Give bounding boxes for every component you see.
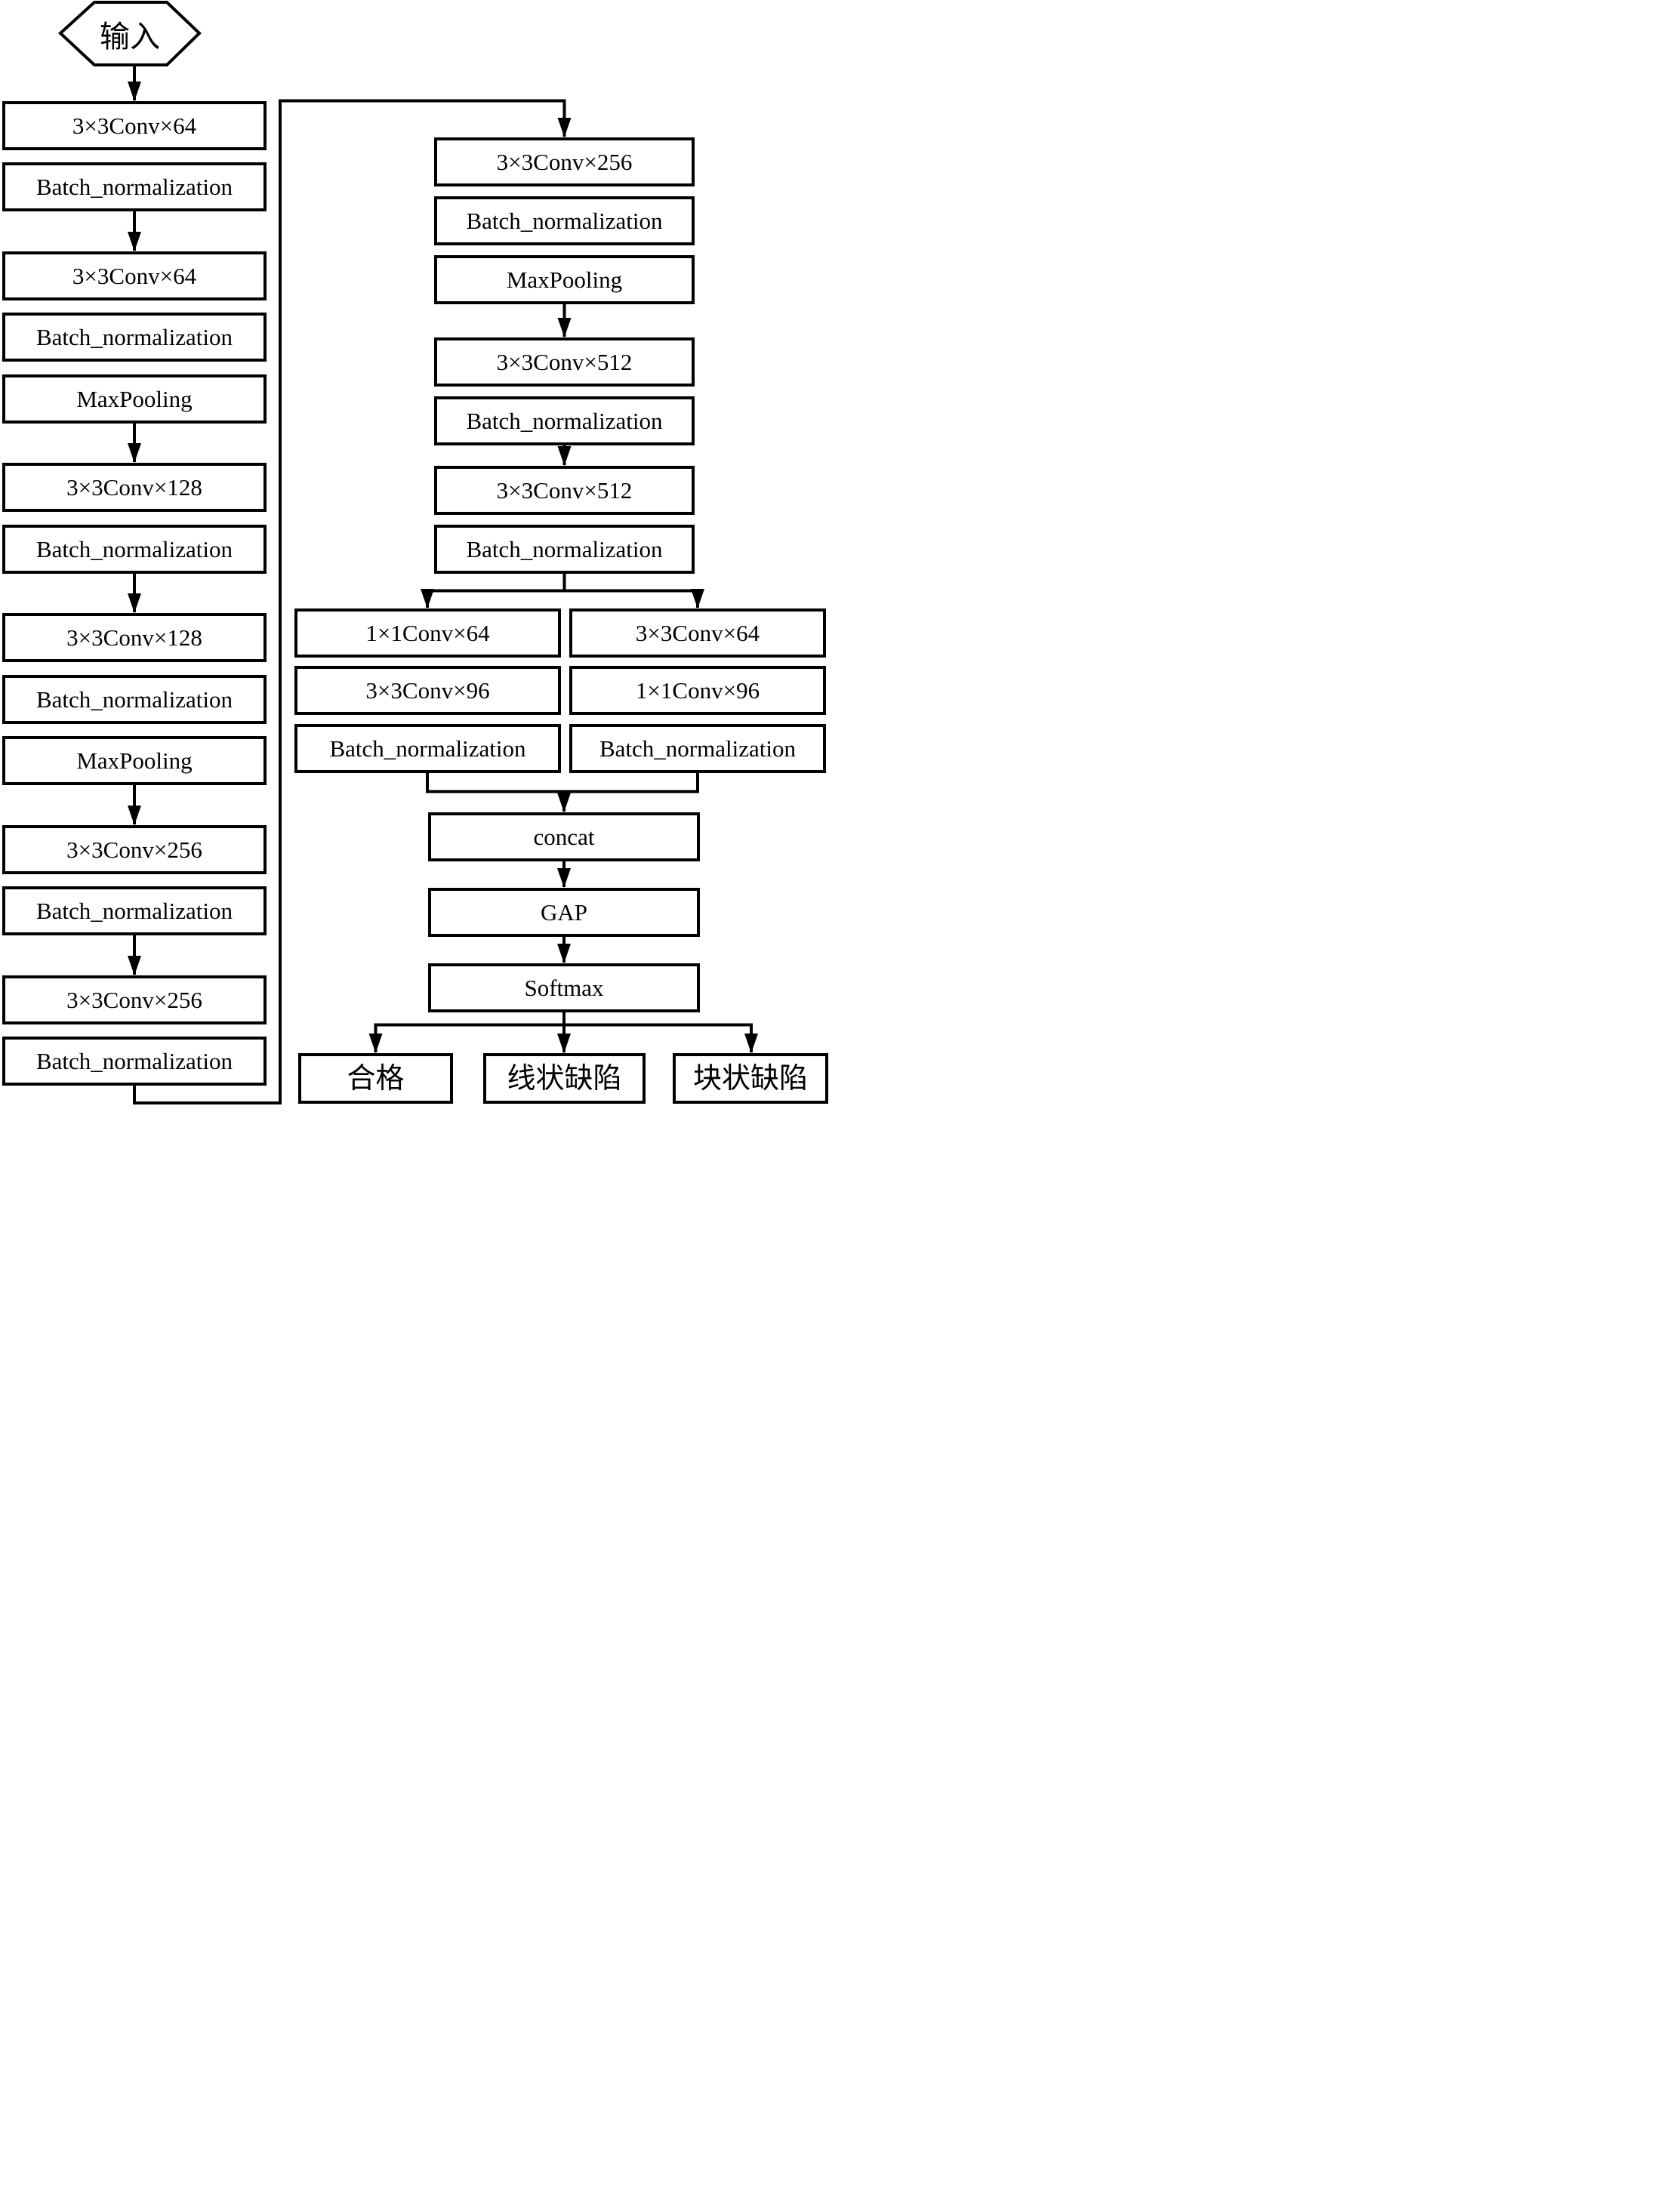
node-conv3x3-64: 3×3Conv×64 <box>569 608 826 658</box>
node-conv256-b: 3×3Conv×256 <box>2 975 267 1024</box>
node-conv1x1-64: 1×1Conv×64 <box>294 608 561 658</box>
node-bn-1: Batch_normalization <box>2 162 267 211</box>
node-bn-3: Batch_normalization <box>2 525 267 574</box>
node-conv1x1-96: 1×1Conv×96 <box>569 666 826 715</box>
node-concat: concat <box>428 812 700 861</box>
node-conv64-a: 3×3Conv×64 <box>2 101 267 150</box>
output-linear-defect: 线状缺陷 <box>483 1053 646 1104</box>
node-bn-8: Batch_normalization <box>434 396 695 445</box>
node-conv512-b: 3×3Conv×512 <box>434 466 695 515</box>
node-conv512-a: 3×3Conv×512 <box>434 337 695 387</box>
node-conv3x3-96: 3×3Conv×96 <box>294 666 561 715</box>
node-bn-4: Batch_normalization <box>2 675 267 724</box>
split-line-left <box>421 589 566 608</box>
input-hexagon-shape <box>58 0 202 66</box>
node-bn-2: Batch_normalization <box>2 313 267 362</box>
connector-layer <box>58 0 758 1104</box>
node-gap: GAP <box>428 888 700 937</box>
routing-line-left-to-right-column <box>133 99 572 1104</box>
node-conv256-c: 3×3Conv×256 <box>434 137 695 186</box>
input-label: 输入 <box>100 19 160 54</box>
output-block-defect: 块状缺陷 <box>673 1053 828 1104</box>
split-line-right <box>562 589 704 608</box>
node-softmax: Softmax <box>428 963 700 1012</box>
node-maxpool-1: MaxPooling <box>2 374 267 424</box>
node-conv64-b: 3×3Conv×64 <box>2 251 267 300</box>
node-bn-9: Batch_normalization <box>434 525 695 574</box>
node-bn-10: Batch_normalization <box>294 724 561 773</box>
flowchart-canvas: 输入 3×3Conv×64 Batch_normalization 3×3Con… <box>0 0 829 1106</box>
node-bn-11: Batch_normalization <box>569 724 826 773</box>
node-bn-5: Batch_normalization <box>2 886 267 935</box>
node-conv128-b: 3×3Conv×128 <box>2 613 267 662</box>
output-qualified: 合格 <box>298 1053 453 1104</box>
node-bn-6: Batch_normalization <box>2 1037 267 1086</box>
node-maxpool-3: MaxPooling <box>434 255 695 304</box>
node-bn-7: Batch_normalization <box>434 196 695 245</box>
node-conv256-a: 3×3Conv×256 <box>2 825 267 874</box>
node-maxpool-2: MaxPooling <box>2 736 267 785</box>
node-conv128-a: 3×3Conv×128 <box>2 463 267 512</box>
